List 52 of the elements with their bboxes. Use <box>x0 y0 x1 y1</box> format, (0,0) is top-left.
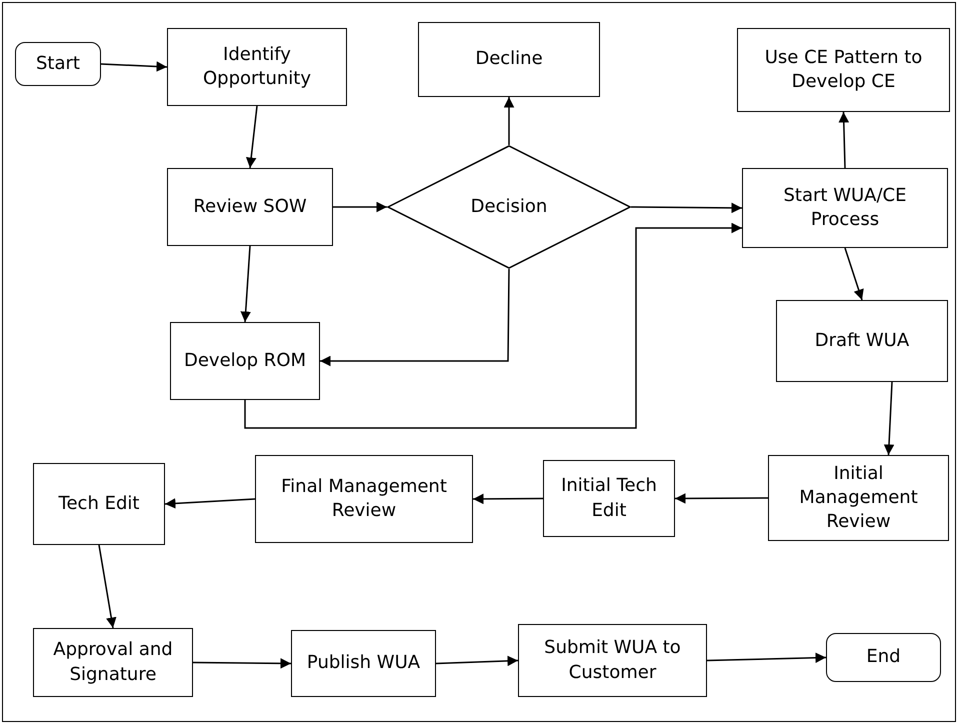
node-label: End <box>865 645 902 670</box>
process-box <box>776 300 948 382</box>
decision-diamond <box>387 145 631 269</box>
process-box <box>33 628 193 697</box>
process-box <box>742 168 948 248</box>
arrow <box>193 658 291 669</box>
arrow <box>504 97 514 145</box>
node-label: Review SOW <box>192 194 308 219</box>
process-box <box>737 28 950 112</box>
arrow <box>706 652 826 664</box>
arrow <box>246 106 258 168</box>
node-label: Identify Opportunity <box>202 42 312 91</box>
process-box <box>255 455 473 543</box>
arrow <box>320 269 510 366</box>
arrow <box>838 112 850 168</box>
node-label: Submit WUA to Customer <box>543 636 682 684</box>
process-box <box>167 168 333 246</box>
arrow <box>100 61 168 72</box>
arrow <box>164 498 256 509</box>
process-box <box>768 455 949 541</box>
process-box <box>518 624 707 697</box>
arrow <box>333 202 387 212</box>
terminator-box <box>15 42 101 86</box>
node-label: Final Management Review <box>280 474 448 523</box>
node-label: Draft WUA <box>814 328 910 353</box>
node-label: Initial Management Review <box>798 462 919 534</box>
arrow <box>436 656 518 666</box>
arrow <box>98 544 116 628</box>
node-label: Tech Edit <box>58 492 140 516</box>
process-box <box>33 463 165 545</box>
process-box <box>170 322 320 400</box>
node-label: Decline <box>474 47 544 72</box>
process-box <box>167 28 347 106</box>
node-label: Start <box>35 52 81 76</box>
arrow <box>244 222 742 429</box>
arrow <box>884 382 894 456</box>
node-label: Develop ROM <box>182 348 308 373</box>
arrow <box>675 493 768 504</box>
node-label: Approval and Signature <box>52 638 174 686</box>
node-label: Publish WUA <box>306 651 422 676</box>
node-label: Use CE Pattern to Develop CE <box>764 46 924 94</box>
node-label: Initial Tech Edit <box>560 474 658 522</box>
process-box <box>291 630 436 697</box>
process-box <box>418 22 600 97</box>
arrow <box>631 202 742 214</box>
process-box <box>543 460 675 537</box>
node-label: Decision <box>470 194 548 219</box>
node-label: Start WUA/CE Process <box>782 184 908 232</box>
terminator-box <box>826 633 941 682</box>
arrow <box>240 246 251 322</box>
arrow <box>473 494 543 504</box>
arrow <box>844 248 864 300</box>
